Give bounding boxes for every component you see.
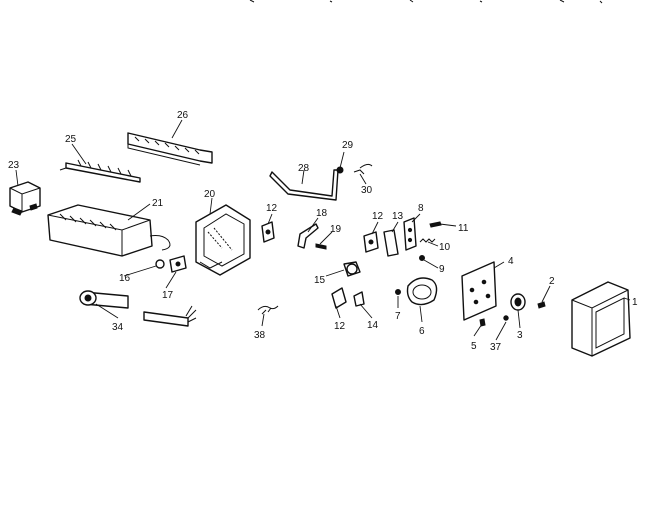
callout-label: 26 — [177, 110, 189, 121]
callout-label: 30 — [361, 185, 373, 196]
part-26-cover — [127, 132, 213, 166]
part-6-motor — [406, 277, 438, 306]
part-21-ice-mold — [47, 204, 171, 257]
callout-label: 20 — [204, 189, 216, 200]
callout-label: 29 — [342, 140, 354, 151]
part-23-bracket — [9, 181, 41, 216]
part-14-clip — [353, 291, 365, 307]
part-8-switch — [403, 217, 417, 251]
callout-label: 38 — [254, 330, 266, 341]
part-5-screw — [479, 318, 486, 327]
part-16-washer — [155, 259, 165, 269]
callout-label: 12 — [372, 211, 384, 222]
part-11-screw — [429, 221, 442, 228]
callout-label: 4 — [508, 256, 514, 267]
part-2-screw — [537, 301, 546, 309]
callout-label: 16 — [119, 273, 131, 284]
scan-artifacts — [249, 0, 603, 4]
part-30-spring — [353, 163, 373, 175]
part-28-shutoff-arm — [269, 169, 339, 201]
part-9-screw — [419, 255, 425, 261]
callout-label: 2 — [549, 276, 555, 287]
part-1-front-cover — [571, 281, 631, 357]
callout-label: 37 — [490, 342, 502, 353]
callout-label: 11 — [458, 223, 469, 234]
callout-label: 15 — [314, 275, 326, 286]
callout-label: 1 — [632, 297, 638, 308]
callout-label: 6 — [419, 326, 425, 337]
callout-label: 7 — [395, 311, 401, 322]
part-38-wire — [257, 305, 279, 315]
callout-label: 10 — [439, 242, 451, 253]
part-18-lever — [297, 223, 319, 249]
part-17-gear — [169, 255, 187, 273]
callout-label: 9 — [439, 264, 445, 275]
part-19-screw — [315, 243, 327, 250]
callout-label: 13 — [392, 211, 404, 222]
callout-label: 12 — [266, 203, 278, 214]
part-4-mounting-plate — [461, 261, 497, 321]
callout-label: 5 — [471, 341, 477, 352]
part-37-screw — [503, 315, 509, 321]
callout-label: 3 — [517, 330, 523, 341]
part-25-ejector — [59, 159, 141, 183]
leader-lines — [15, 119, 631, 341]
part-wire-harness — [143, 305, 197, 327]
part-34-fill-tube — [79, 290, 129, 309]
callout-label: 12 — [334, 321, 346, 332]
callout-label: 25 — [65, 134, 77, 145]
callout-label: 14 — [367, 320, 379, 331]
part-3-gear — [510, 293, 526, 311]
part-12-bushing-a — [261, 221, 275, 243]
part-15-cam — [343, 261, 361, 277]
part-12-bushing-b — [363, 231, 379, 253]
part-12-bushing-c — [331, 287, 347, 309]
callout-label: 34 — [112, 322, 124, 333]
callout-label: 28 — [298, 163, 310, 174]
callout-label: 21 — [152, 198, 164, 209]
callout-labels: 1 2 3 4 5 6 7 8 9 10 11 12 12 12 13 14 1… — [8, 110, 638, 353]
part-7-pin — [395, 289, 401, 295]
callout-label: 17 — [162, 290, 174, 301]
callout-label: 8 — [418, 203, 424, 214]
part-20-housing — [195, 204, 251, 276]
callout-label: 18 — [316, 208, 328, 219]
part-10-spring — [419, 238, 436, 243]
callout-label: 23 — [8, 160, 20, 171]
callout-label: 19 — [330, 224, 342, 235]
part-13-bracket — [383, 229, 399, 257]
